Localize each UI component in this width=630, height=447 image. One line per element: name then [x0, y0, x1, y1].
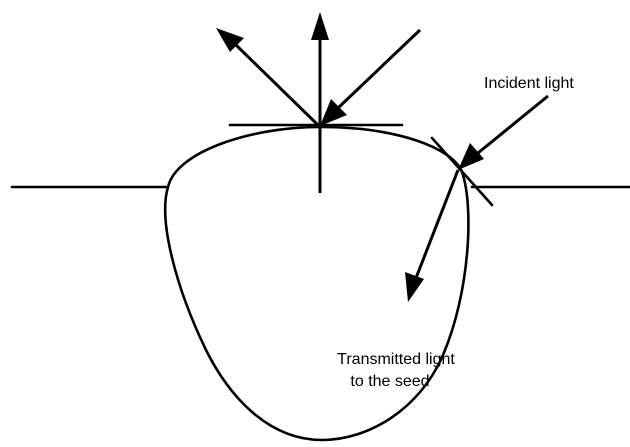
reflected-arrow-line	[236, 45, 320, 127]
normal-arrow-head	[311, 12, 329, 40]
transmitted-light-label: Transmitted light	[337, 351, 455, 368]
seed-outline	[165, 127, 468, 440]
transmitted-arrow-line	[416, 170, 458, 278]
transmitted-light-label-line2: to the seed	[350, 373, 429, 390]
incident-light-label: Incident light	[484, 75, 574, 92]
top-incident-arrow-line	[338, 30, 420, 108]
transmitted-arrow-head	[405, 272, 424, 302]
incident-arrow-head	[458, 143, 484, 170]
incident-arrow-line	[478, 96, 548, 153]
